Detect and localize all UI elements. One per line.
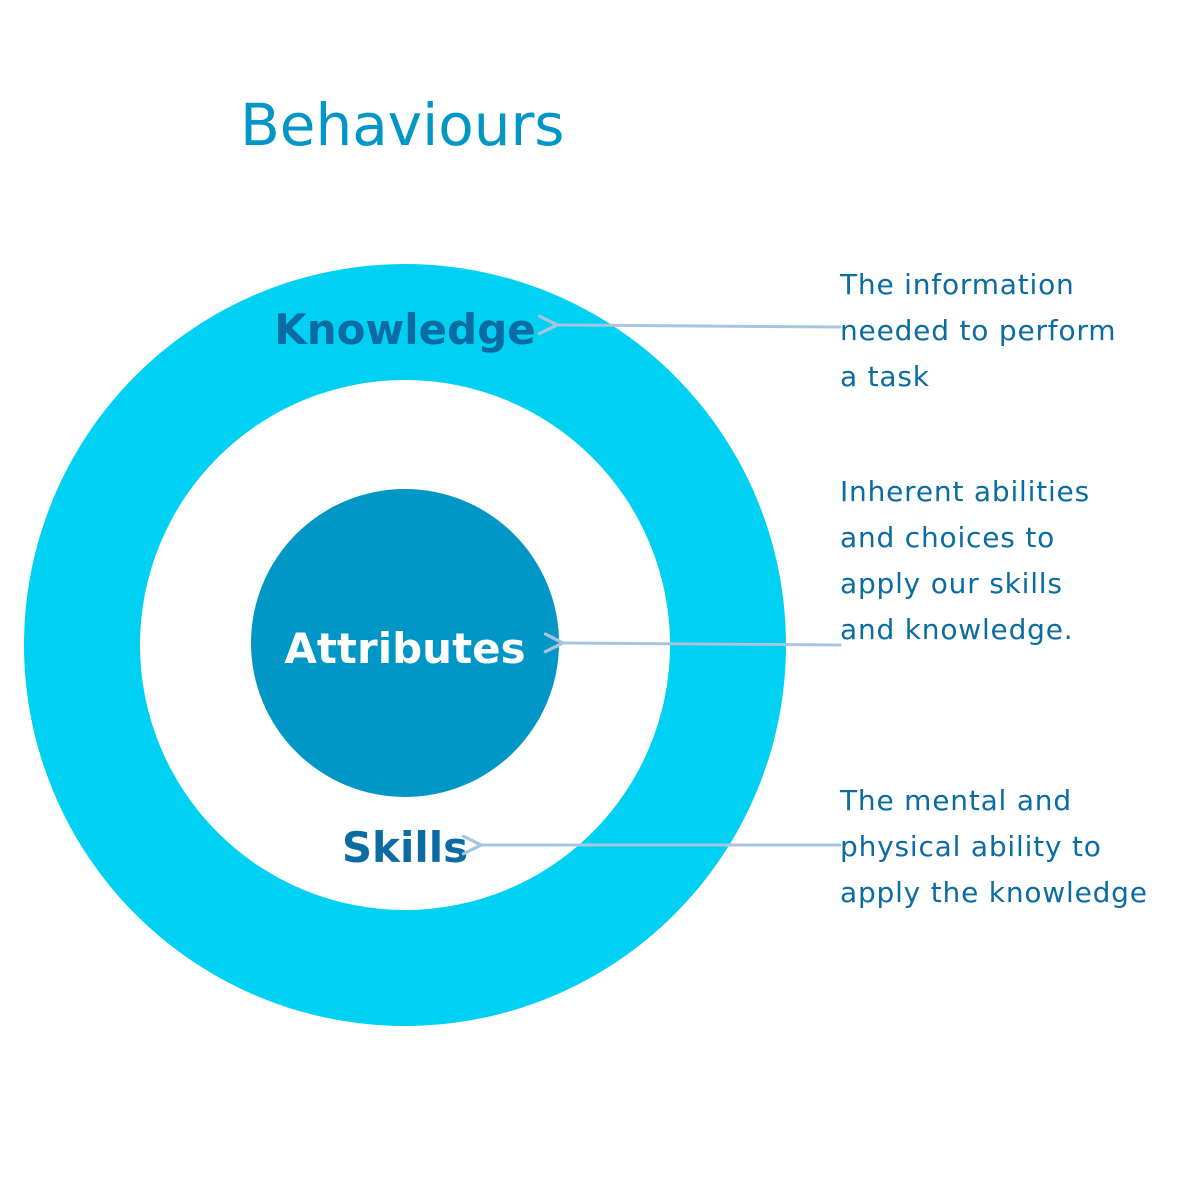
diagram-title: Behaviours [240, 91, 565, 159]
skills-label: Skills [342, 823, 468, 872]
attributes-connector-arrow [543, 632, 842, 654]
knowledge-description: The information needed to perform a task [839, 268, 1126, 393]
knowledge-description-line: The information [839, 268, 1075, 301]
knowledge-connector-arrow [537, 314, 842, 336]
knowledge-description-line: a task [840, 360, 930, 393]
attributes-description-line: Inherent abilities [840, 475, 1090, 508]
attributes-description-line: apply our skills [840, 567, 1063, 600]
knowledge-label: Knowledge [274, 305, 536, 354]
skills-description-line: The mental and [839, 784, 1072, 817]
attributes-label: Attributes [284, 624, 525, 673]
skills-description-line: apply the knowledge [840, 876, 1148, 909]
attributes-description: Inherent abilities and choices to apply … [840, 475, 1100, 646]
attributes-description-line: and knowledge. [840, 613, 1073, 646]
attributes-description-line: and choices to [840, 521, 1055, 554]
skills-description: The mental and physical ability to apply… [839, 784, 1148, 909]
attributes-core [251, 489, 559, 797]
knowledge-description-line: needed to perform [840, 314, 1116, 347]
skills-description-line: physical ability to [840, 830, 1102, 863]
